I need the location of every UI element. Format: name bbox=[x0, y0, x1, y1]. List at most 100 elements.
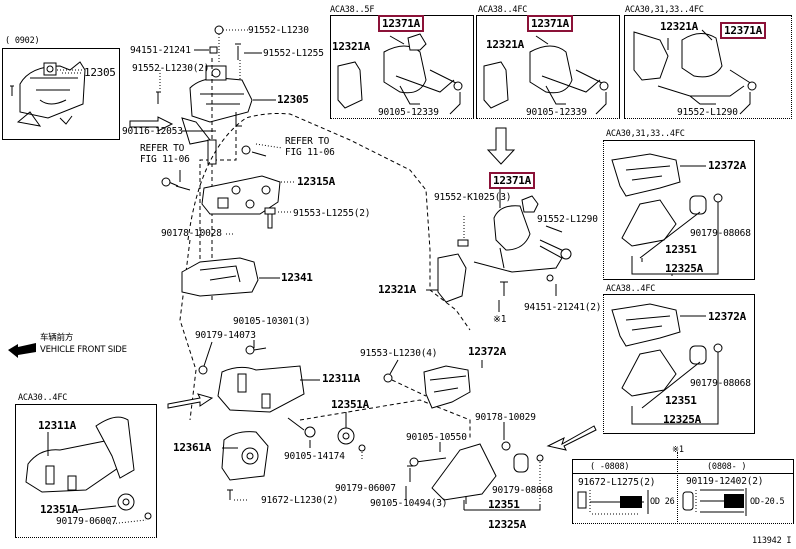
inset-bottom-left-box bbox=[15, 404, 157, 538]
part-label-12321A-variant-2[interactable]: 12321A bbox=[486, 38, 524, 51]
part-label-90179-08068-right-2[interactable]: 90179-08068 bbox=[690, 378, 751, 389]
engine-mount-12371A-drawing bbox=[437, 127, 572, 303]
engine-mount-12305-inset-drawing bbox=[10, 61, 86, 127]
variant-3-header: ACA30,31,33..4FC bbox=[625, 5, 704, 15]
part-label-90105-12339-variant-1[interactable]: 90105-12339 bbox=[378, 107, 439, 118]
engine-mount-12361A-drawing bbox=[221, 431, 269, 500]
bolt-dim-od-26: OD 26 bbox=[650, 497, 675, 507]
part-label-90178-10029[interactable]: 90178-10029 bbox=[475, 412, 536, 423]
part-label-90119-12402-2[interactable]: 90119-12402(2) bbox=[686, 476, 764, 487]
bracket-12372A-lower-drawing bbox=[383, 365, 511, 451]
part-label-12305[interactable]: 12305 bbox=[277, 93, 309, 106]
variant-right-1-header: ACA30,31,33..4FC bbox=[606, 129, 685, 139]
note-marker-1: ※1 bbox=[493, 314, 507, 325]
part-label-94151-21241-2[interactable]: 94151-21241(2) bbox=[524, 302, 602, 313]
variant-right-2-header: ACA38..4FC bbox=[606, 284, 656, 294]
part-label-91552-L1230-2[interactable]: 91552-L1230(2) bbox=[132, 63, 210, 74]
inset-top-left-header: ( 0902) bbox=[5, 36, 40, 46]
part-label-90179-14073[interactable]: 90179-14073 bbox=[195, 330, 256, 341]
part-label-91552-L1290[interactable]: 91552-L1290 bbox=[537, 214, 598, 225]
bolt-table-col2-header: (0808- ) bbox=[707, 462, 747, 472]
bolt-table-title: ※1 bbox=[672, 445, 684, 455]
variant-1-drawing bbox=[337, 33, 463, 109]
part-label-90179-06007[interactable]: 90179-06007 bbox=[335, 483, 396, 494]
variant-right-box-1 bbox=[603, 140, 755, 280]
part-label-12321A-variant-1[interactable]: 12321A bbox=[332, 40, 370, 53]
refer-to-right-line2[interactable]: FIG 11-06 bbox=[285, 147, 335, 158]
refer-to-left-line2[interactable]: FIG 11-06 bbox=[140, 154, 190, 165]
part-label-90105-10550[interactable]: 90105-10550 bbox=[406, 432, 467, 443]
part-label-90116-12053[interactable]: 90116-12053 bbox=[122, 126, 183, 137]
refer-to-right-line1: REFER TO bbox=[285, 136, 330, 147]
part-label-12321A-center[interactable]: 12321A bbox=[378, 283, 416, 296]
highlight-12371A-center[interactable]: 12371A bbox=[489, 172, 535, 189]
part-label-12351-right-1[interactable]: 12351 bbox=[665, 243, 697, 256]
part-label-90105-12339-variant-2[interactable]: 90105-12339 bbox=[526, 107, 587, 118]
highlight-12371A-variant-3[interactable]: 12371A bbox=[720, 22, 766, 39]
part-label-91552-L1230[interactable]: 91552-L1230 bbox=[248, 25, 309, 36]
bolt-table-column-divider bbox=[677, 452, 678, 524]
part-label-12351-right-2[interactable]: 12351 bbox=[665, 394, 697, 407]
part-label-91552-L1255[interactable]: 91552-L1255 bbox=[263, 48, 324, 59]
part-label-90105-10494-3[interactable]: 90105-10494(3) bbox=[370, 498, 448, 509]
part-label-12321A-variant-3[interactable]: 12321A bbox=[660, 20, 698, 33]
bolt-91672-L1275-drawing bbox=[577, 490, 649, 515]
part-label-12361A[interactable]: 12361A bbox=[173, 441, 211, 454]
part-label-91552-L1290-variant-3[interactable]: 91552-L1290 bbox=[677, 107, 738, 118]
leader-lines bbox=[47, 29, 751, 525]
refer-to-left-line1: REFER TO bbox=[140, 143, 185, 154]
inset-12311A-drawing bbox=[25, 416, 152, 520]
part-label-12372A-right-1[interactable]: 12372A bbox=[708, 159, 746, 172]
highlight-12371A-variant-1[interactable]: 12371A bbox=[378, 15, 424, 32]
part-label-12325A-lower[interactable]: 12325A bbox=[488, 518, 526, 531]
variant-box-3 bbox=[624, 15, 792, 119]
part-label-12315A[interactable]: 12315A bbox=[297, 175, 335, 188]
vehicle-front-label-cn: 车辆前方 bbox=[40, 333, 74, 343]
bolt-90105-10301-drawing bbox=[198, 345, 267, 375]
part-label-91553-L1255-2[interactable]: 91553-L1255(2) bbox=[293, 208, 371, 219]
variant-right-2-drawing bbox=[611, 303, 723, 397]
part-label-12325A-right-2[interactable]: 12325A bbox=[663, 413, 701, 426]
bracket-12315A-drawing bbox=[161, 145, 281, 229]
transmission-mount-12311A-drawing bbox=[217, 365, 366, 452]
part-label-12311A-inset[interactable]: 12311A bbox=[38, 419, 76, 432]
part-label-12325A-right-1[interactable]: 12325A bbox=[665, 262, 703, 275]
variant-2-header: ACA38..4FC bbox=[478, 5, 528, 15]
engine-outline bbox=[187, 113, 471, 331]
variant-3-drawing bbox=[633, 31, 757, 105]
figure-id: 113942 I bbox=[752, 536, 792, 546]
variant-right-1-drawing bbox=[611, 153, 723, 247]
bolt-table-header-divider bbox=[572, 473, 794, 474]
part-label-12351-lower[interactable]: 12351 bbox=[488, 498, 520, 511]
part-label-90179-08068-lower[interactable]: 90179-08068 bbox=[492, 485, 553, 496]
part-label-90105-10301-3[interactable]: 90105-10301(3) bbox=[233, 316, 311, 327]
variant-right-box-2 bbox=[603, 294, 755, 434]
part-label-90179-08068-right-1[interactable]: 90179-08068 bbox=[690, 228, 751, 239]
highlight-12371A-variant-2[interactable]: 12371A bbox=[527, 15, 573, 32]
part-label-90178-10028[interactable]: 90178-10028 bbox=[161, 228, 222, 239]
bolt-90119-12402-drawing bbox=[682, 488, 747, 516]
part-label-91552-K1025-3[interactable]: 91552-K1025(3) bbox=[434, 192, 512, 203]
bracket-12341-drawing bbox=[181, 257, 259, 297]
variant-1-header: ACA38..5F bbox=[330, 5, 375, 15]
part-label-12372A-right-2[interactable]: 12372A bbox=[708, 310, 746, 323]
part-label-12351A-inset[interactable]: 12351A bbox=[40, 503, 78, 516]
part-label-91553-L1230-4[interactable]: 91553-L1230(4) bbox=[360, 348, 438, 359]
inset-bottom-left-header: ACA30..4FC bbox=[18, 393, 68, 403]
part-label-12351A[interactable]: 12351A bbox=[331, 398, 369, 411]
part-label-12372A-lower[interactable]: 12372A bbox=[468, 345, 506, 358]
part-label-12341[interactable]: 12341 bbox=[281, 271, 313, 284]
part-label-91672-L1275-2[interactable]: 91672-L1275(2) bbox=[578, 477, 656, 488]
bolt-table bbox=[572, 459, 794, 524]
part-label-12305-inset[interactable]: 12305 bbox=[84, 66, 116, 79]
vehicle-front-label-en: VEHICLE FRONT SIDE bbox=[40, 345, 127, 355]
inset-top-left-box bbox=[2, 48, 120, 140]
part-label-90179-06007-inset[interactable]: 90179-06007 bbox=[56, 516, 117, 527]
part-label-90105-14174[interactable]: 90105-14174 bbox=[284, 451, 345, 462]
vehicle-front-arrow-icon bbox=[8, 343, 36, 358]
part-label-94151-21241[interactable]: 94151-21241 bbox=[130, 45, 191, 56]
part-label-91672-L1230-2[interactable]: 91672-L1230(2) bbox=[261, 495, 339, 506]
part-label-12311A[interactable]: 12311A bbox=[322, 372, 360, 385]
arrow-down-left-icon bbox=[546, 425, 597, 451]
